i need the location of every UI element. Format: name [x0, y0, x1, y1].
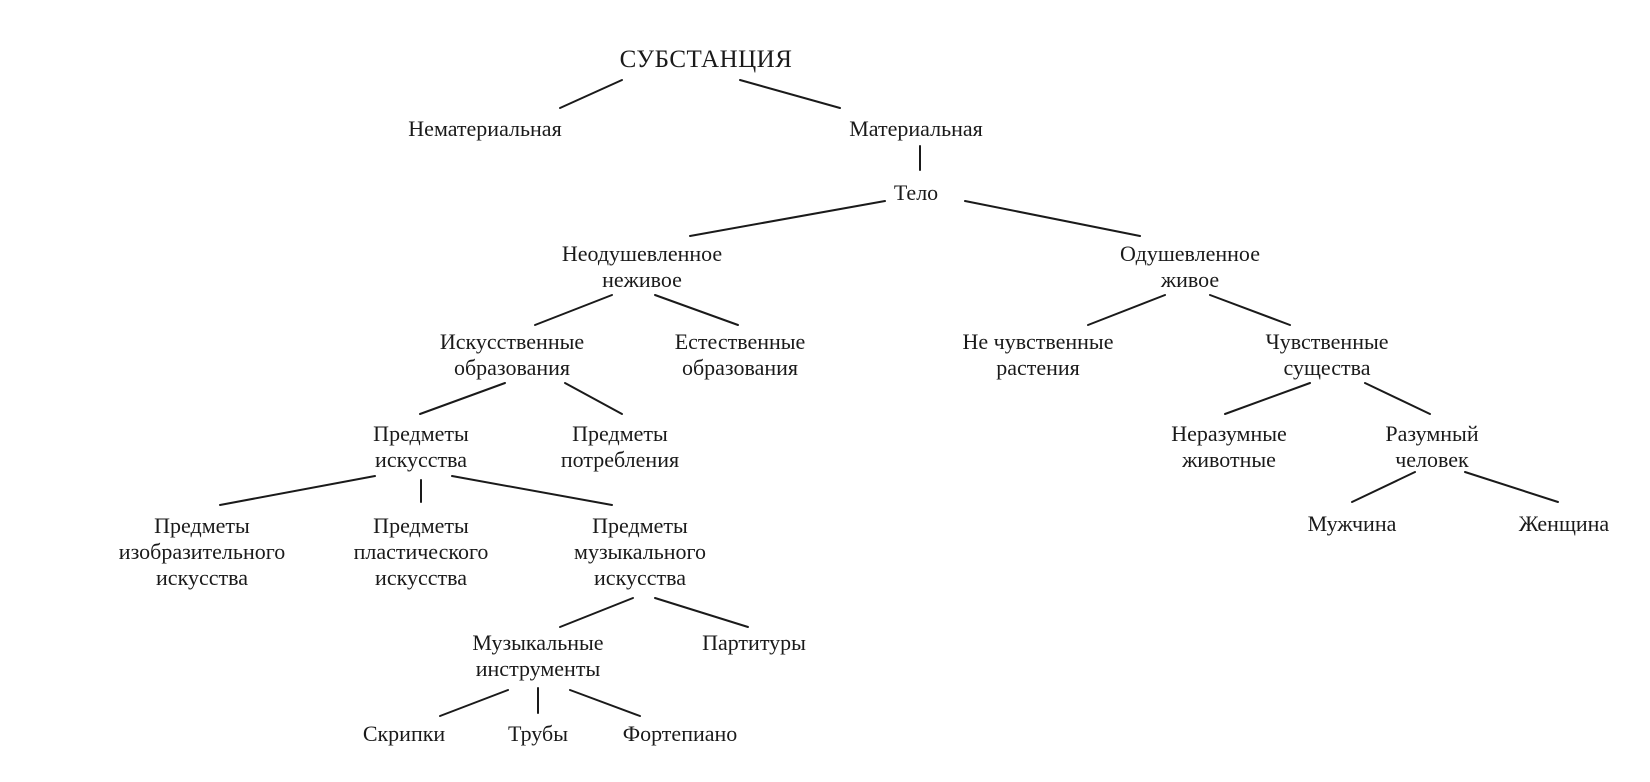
edge-animate-sensitive — [1209, 294, 1291, 326]
node-material: Материальная — [849, 116, 983, 141]
node-consumption-objects: Предметы потребления — [560, 421, 680, 472]
node-woman: Женщина — [1518, 511, 1610, 536]
edge-instruments-piano — [569, 689, 641, 717]
node-visual-art: Предметы изобразительного искусства — [118, 513, 286, 590]
node-violins: Скрипки — [362, 721, 446, 746]
edge-artificial-consumption — [564, 382, 623, 415]
edge-instruments-violins — [439, 689, 509, 717]
edge-artificial-artobjects — [419, 382, 506, 415]
edge-rational-woman — [1464, 471, 1559, 503]
node-animate: Одушевленное живое — [1120, 241, 1260, 292]
edge-animate-nonsensitive — [1087, 294, 1166, 326]
node-rational: Разумный человек — [1385, 421, 1479, 472]
node-sensitive: Чувственные существа — [1265, 329, 1389, 380]
node-immaterial: Нематериальная — [408, 116, 562, 141]
edge-art-music — [451, 475, 613, 506]
edge-music-instruments — [559, 597, 634, 628]
node-irrational: Неразумные животные — [1171, 421, 1287, 472]
node-inanimate: Неодушевленное неживое — [561, 241, 723, 292]
edge-body-animate — [964, 200, 1141, 237]
node-man: Мужчина — [1307, 511, 1397, 536]
node-plastic-art: Предметы пластического искусства — [353, 513, 489, 590]
edge-inanimate-artificial — [534, 294, 613, 326]
node-body: Тело — [893, 180, 939, 205]
node-scores: Партитуры — [702, 630, 806, 655]
node-substance: СУБСТАНЦИЯ — [619, 46, 793, 73]
node-art-objects: Предметы искусства — [373, 421, 469, 472]
node-artificial: Искусственные образования — [439, 329, 585, 380]
edge-inanimate-natural — [654, 294, 739, 326]
node-piano: Фортепиано — [622, 721, 738, 746]
edge-art-visual — [219, 475, 376, 506]
edge-substance-immaterial — [559, 79, 623, 109]
edge-rational-man — [1351, 471, 1416, 503]
edge-substance-material — [739, 79, 841, 109]
edge-music-scores — [654, 597, 749, 628]
node-natural: Естественные образования — [674, 329, 806, 380]
node-non-sensitive: Не чувственные растения — [962, 329, 1114, 380]
node-trumpets: Трубы — [508, 721, 568, 746]
edge-sensitive-rational — [1364, 382, 1431, 415]
node-instruments: Музыкальные инструменты — [472, 630, 604, 681]
edge-sensitive-irrational — [1224, 382, 1311, 415]
edge-body-inanimate — [689, 200, 886, 237]
node-music-art: Предметы музыкального искусства — [574, 513, 706, 590]
